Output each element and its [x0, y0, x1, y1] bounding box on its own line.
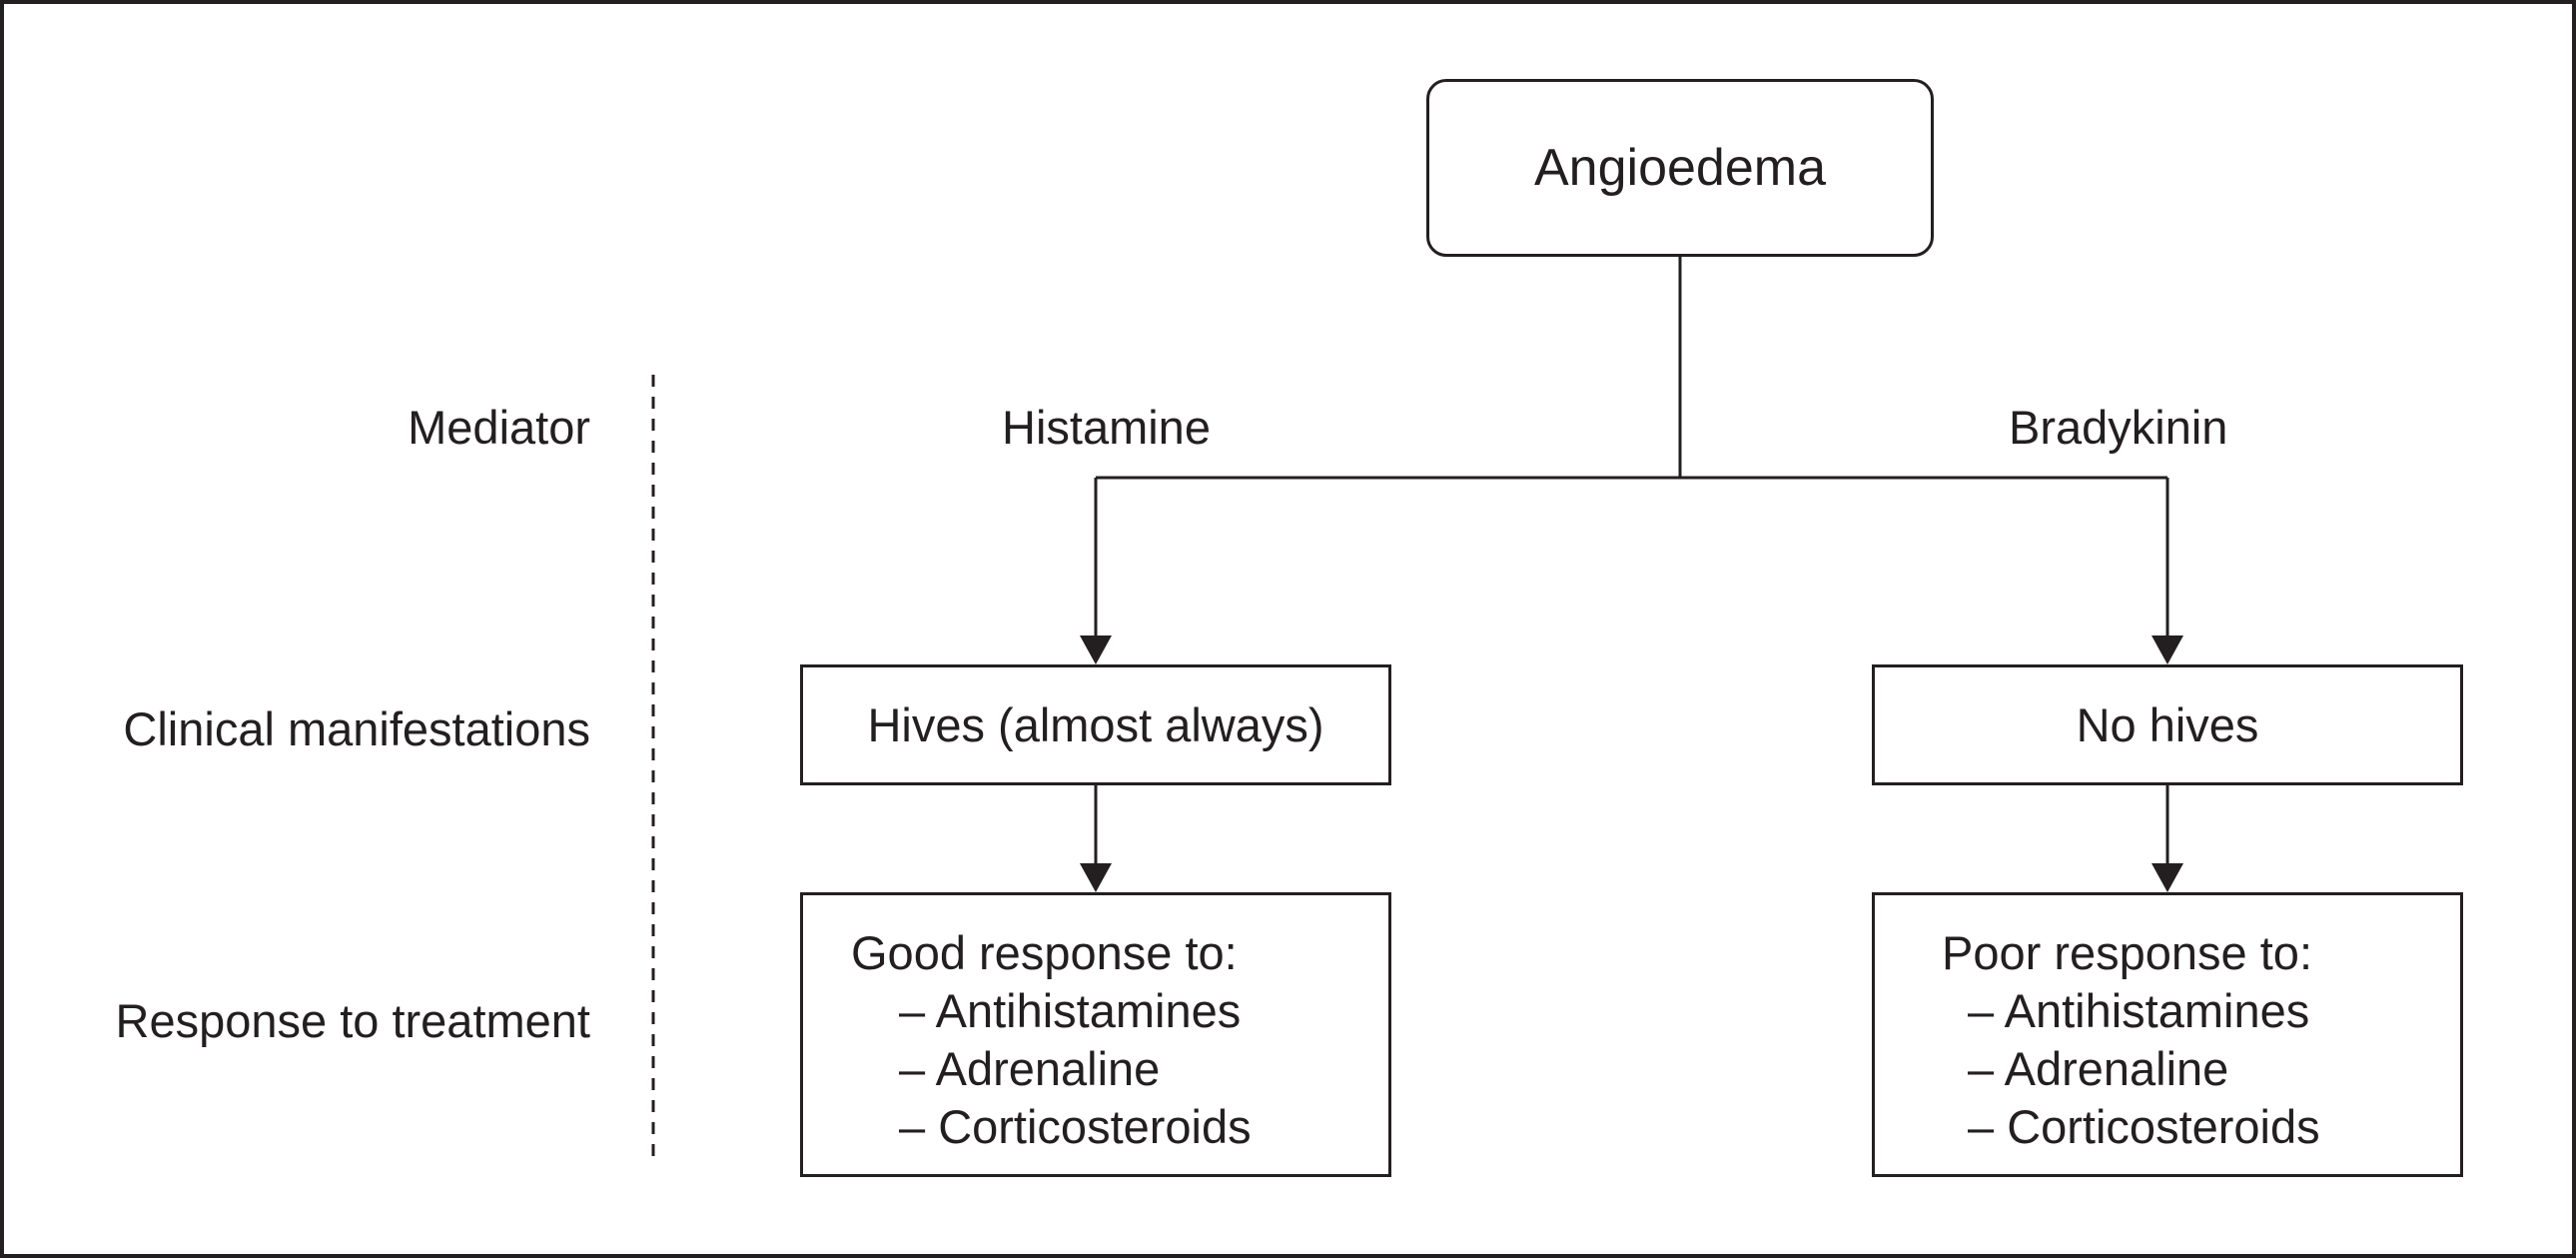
good-response-node — [800, 892, 1391, 1177]
poor-response-node — [1872, 892, 2463, 1177]
root-node: Angioedema — [1426, 79, 1934, 257]
good-response-item: – Corticosteroids — [899, 1100, 1252, 1153]
mediator-label-histamine: Histamine — [1002, 401, 1211, 454]
no-hives-node: No hives — [1872, 664, 2463, 785]
good-response-item: – Adrenaline — [899, 1042, 1161, 1095]
mediator-label-bradykinin: Bradykinin — [2009, 401, 2228, 454]
good-response-text: Good response to: – Antihistamines – Adr… — [851, 924, 1252, 1156]
poor-response-item: – Adrenaline — [1968, 1042, 2229, 1095]
good-response-heading: Good response to: — [851, 926, 1238, 979]
no-hives-node-label: No hives — [2076, 698, 2259, 751]
row-label-mediator: Mediator — [408, 401, 590, 454]
poor-response-heading: Poor response to: — [1942, 926, 2312, 979]
left-response-arrowhead — [1080, 863, 1112, 892]
good-response-item: – Antihistamines — [899, 984, 1242, 1037]
hives-node-label: Hives (almost always) — [867, 698, 1324, 751]
right-response-arrowhead — [2151, 863, 2183, 892]
right-branch-arrowhead — [2151, 635, 2183, 664]
row-label-clinical-manifestations: Clinical manifestations — [123, 702, 590, 755]
left-branch-arrowhead — [1080, 635, 1112, 664]
hives-node: Hives (almost always) — [800, 664, 1391, 785]
poor-response-item: – Antihistamines — [1968, 984, 2310, 1037]
root-node-label: Angioedema — [1534, 139, 1826, 197]
poor-response-text: Poor response to: – Antihistamines – Adr… — [1942, 924, 2320, 1156]
poor-response-item: – Corticosteroids — [1968, 1100, 2320, 1153]
row-label-response-to-treatment: Response to treatment — [115, 994, 591, 1047]
